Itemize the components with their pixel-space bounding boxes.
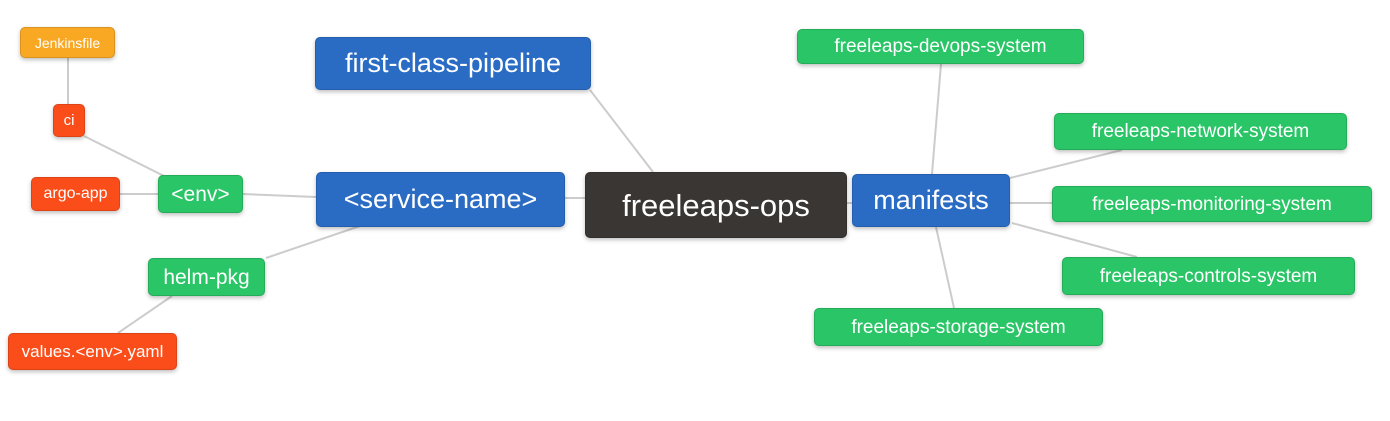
edge-first-class-pipeline-to-freeleaps-ops (589, 89, 654, 173)
node-helm-pkg[interactable]: helm-pkg (148, 258, 265, 296)
node-storage-system[interactable]: freeleaps-storage-system (814, 308, 1103, 346)
node-controls-system[interactable]: freeleaps-controls-system (1062, 257, 1355, 295)
node-network-system[interactable]: freeleaps-network-system (1054, 113, 1347, 150)
edge-manifests-to-storage-system (935, 226, 955, 309)
edge-manifests-to-controls-system (1011, 222, 1138, 258)
edge-helm-pkg-to-values-env-yaml (117, 295, 173, 334)
node-freeleaps-ops[interactable]: freeleaps-ops (585, 172, 847, 238)
edge-manifests-to-devops-system (931, 63, 942, 175)
node-values-env-yaml[interactable]: values.<env>.yaml (8, 333, 177, 370)
edge-service-name-to-helm-pkg (265, 225, 361, 259)
node-manifests[interactable]: manifests (852, 174, 1010, 227)
edge-env-to-service-name (242, 193, 317, 198)
node-service-name[interactable]: <service-name> (316, 172, 565, 227)
edge-ci-to-env (83, 135, 165, 177)
node-first-class-pipeline[interactable]: first-class-pipeline (315, 37, 591, 90)
node-devops-system[interactable]: freeleaps-devops-system (797, 29, 1084, 64)
node-argo-app[interactable]: argo-app (31, 177, 120, 211)
node-jenkinsfile[interactable]: Jenkinsfile (20, 27, 115, 58)
node-ci[interactable]: ci (53, 104, 85, 137)
node-monitoring-system[interactable]: freeleaps-monitoring-system (1052, 186, 1372, 222)
edge-manifests-to-network-system (1009, 149, 1123, 179)
node-env[interactable]: <env> (158, 175, 243, 213)
